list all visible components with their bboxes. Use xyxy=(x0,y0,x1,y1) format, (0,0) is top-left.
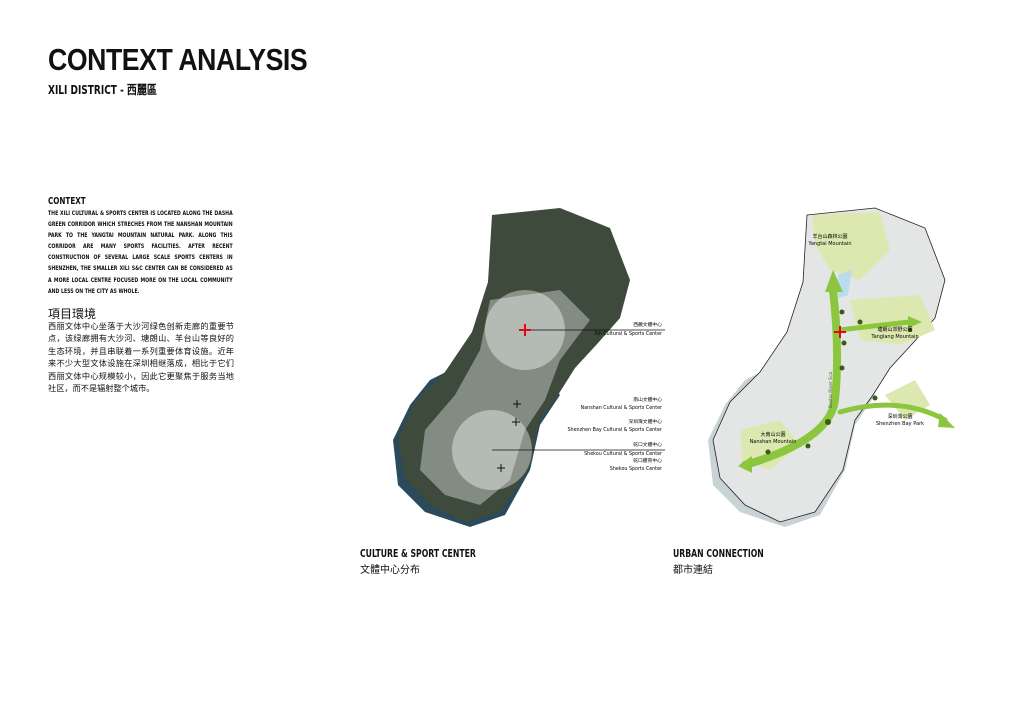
activity-icons xyxy=(765,309,912,455)
map-label-en: Xili Cultural & Sports Center xyxy=(594,331,662,337)
context-body: THE XILI CULTURAL & SPORTS CENTER IS LOC… xyxy=(48,209,233,295)
map-label-en: Shekou Cultural & Sports Center xyxy=(584,451,662,457)
map-label-en: Shenzhen Bay Park xyxy=(876,421,924,427)
xili-center-marker-icon xyxy=(834,326,846,338)
map-label-zh: 蛇口文體中心 xyxy=(633,441,662,448)
left-map-caption: CULTURE & SPORT CENTER xyxy=(360,548,476,560)
context-heading-zh: 項目環境 xyxy=(48,307,97,321)
map-label-en: Yangtai Mountain xyxy=(807,241,851,247)
arrow-heads-icon xyxy=(738,270,955,473)
green-corridor-arrows xyxy=(741,286,948,469)
map-label-zh: 西麗文體中心 xyxy=(633,321,662,328)
map-label-en: Shekou Sports Center xyxy=(610,466,662,472)
corridor-label: Dasha River Eco xyxy=(828,371,834,408)
left-map-caption-zh: 文體中心分布 xyxy=(360,565,420,576)
map-label-zh: 深圳灣文體中心 xyxy=(628,418,662,425)
right-map-caption: URBAN CONNECTION xyxy=(673,548,764,560)
map-label-zh: 深圳灣公園 xyxy=(887,413,912,420)
context-heading: CONTEXT xyxy=(48,196,86,207)
page-title: CONTEXT ANALYSIS xyxy=(48,42,308,77)
map-label-zh: 蛇口體育中心 xyxy=(633,457,662,464)
page-subtitle: XILI DISTRICT - 西麗區 xyxy=(48,82,157,97)
map-label-zh: 塘朗山郊野公園 xyxy=(877,326,912,333)
map-label-zh: 羊台山森林公園 xyxy=(812,233,847,240)
urban-connection-map: 羊台山森林公園 Yangtai Mountain 塘朗山郊野公園 Tanglan… xyxy=(708,207,955,527)
map-label-en: Nanshan Cultural & Sports Center xyxy=(581,405,662,411)
xili-center-marker-icon xyxy=(519,324,531,336)
urban-area xyxy=(420,290,590,505)
sports-center-marker-icon xyxy=(497,400,521,472)
context-body-zh: 西丽文体中心坐落于大沙河绿色创新走廊的重要节点，该绿廊拥有大沙河、塘朗山、羊台山… xyxy=(48,321,234,394)
map-label-zh: 南山文體中心 xyxy=(633,396,662,403)
culture-sport-map: 西麗文體中心 Xili Cultural & Sports Center 南山文… xyxy=(393,208,665,527)
map-label-zh: 大南山公園 xyxy=(760,431,785,438)
map-label-en: Nanshan Mountain xyxy=(750,439,797,445)
map-label-en: Shenzhen Bay Cultural & Sports Center xyxy=(568,427,662,433)
map-label-en: Tanglang Mountain xyxy=(870,334,918,340)
right-map-caption-zh: 都市連結 xyxy=(673,565,713,576)
